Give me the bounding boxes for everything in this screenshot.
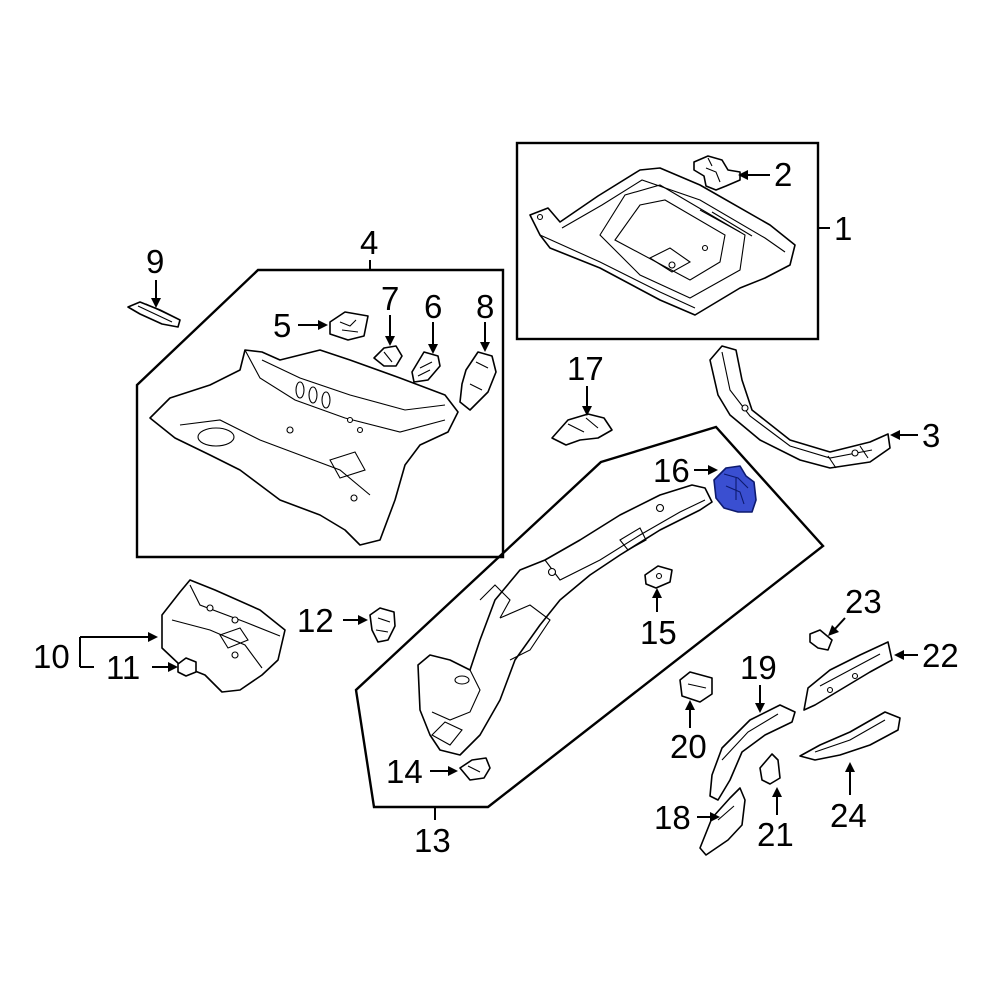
callout-23: 23 — [845, 583, 882, 620]
callout-6: 6 — [424, 288, 442, 325]
callout-1: 1 — [834, 210, 852, 247]
group-box-4 — [135, 268, 505, 559]
callout-14: 14 — [386, 753, 423, 790]
group-box-13 — [354, 425, 825, 809]
part-15-plate — [644, 565, 673, 589]
callout-22: 22 — [922, 637, 959, 674]
part-8-bracket — [459, 351, 497, 411]
group-box-1 — [515, 141, 820, 341]
callout-5: 5 — [273, 307, 291, 344]
part-5-bracket — [329, 311, 369, 341]
part-24-panel — [799, 711, 901, 761]
part-11-clip — [177, 657, 197, 677]
part-12-mount — [369, 607, 396, 643]
part-1-rear-floor-pan — [529, 167, 796, 316]
callout-2: 2 — [774, 156, 792, 193]
part-20-clip — [679, 671, 713, 703]
callout-13: 13 — [414, 822, 451, 859]
leader-lines — [79, 170, 918, 822]
part-14-bracket — [459, 757, 491, 781]
part-18-gusset — [699, 787, 746, 856]
part-4-floor-pan — [149, 349, 459, 546]
part-23-clip — [809, 629, 833, 651]
callout-24: 24 — [830, 797, 867, 834]
callout-16: 16 — [653, 452, 690, 489]
part-19-reinforcement — [709, 704, 796, 801]
callout-20: 20 — [670, 728, 707, 765]
callout-11: 11 — [106, 649, 140, 686]
callout-15: 15 — [640, 614, 677, 651]
part-6-bracket — [411, 351, 441, 383]
part-21-bracket — [759, 753, 781, 785]
callout-9: 9 — [146, 243, 164, 280]
part-2-bracket — [693, 155, 741, 191]
part-13-side-member — [417, 484, 713, 756]
callout-10: 10 — [33, 638, 70, 675]
callout-3: 3 — [922, 417, 940, 454]
part-22-rail — [803, 641, 893, 711]
callout-17: 17 — [567, 350, 604, 387]
callout-18: 18 — [654, 799, 691, 836]
part-16-highlighted-bracket — [713, 465, 757, 513]
callout-4: 4 — [360, 224, 378, 261]
callout-8: 8 — [476, 288, 494, 325]
part-3-crossmember — [709, 345, 891, 469]
part-9-trim-plate — [127, 301, 181, 328]
callout-21: 21 — [757, 816, 794, 853]
part-7-bracket — [373, 345, 403, 367]
part-17-bracket — [551, 413, 613, 446]
callouts: 1 2 3 4 5 6 7 8 9 10 11 12 13 14 15 16 1… — [33, 156, 959, 859]
callout-12: 12 — [297, 602, 334, 639]
callout-7: 7 — [381, 280, 399, 317]
callout-19: 19 — [740, 649, 777, 686]
part-10-panel — [161, 579, 286, 693]
